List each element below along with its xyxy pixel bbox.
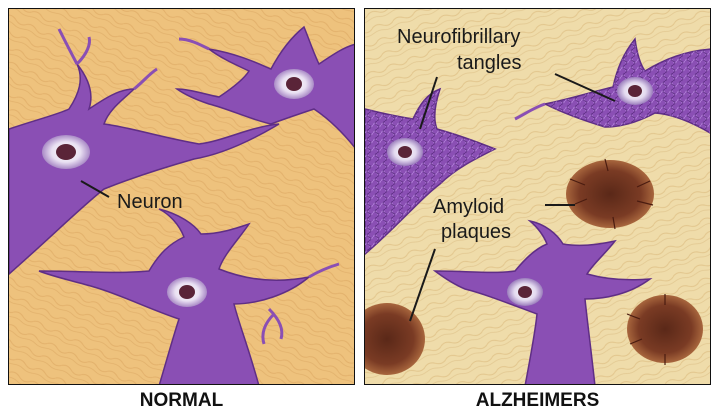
- alzheimers-panel: Neurofibrillary tangles Amyloid plaques: [364, 8, 711, 385]
- alzheimers-illustration: Neurofibrillary tangles Amyloid plaques: [365, 9, 711, 385]
- normal-panel: Neuron: [8, 8, 355, 385]
- alzheimers-caption: ALZHEIMERS: [364, 390, 711, 412]
- tangles-label-line2: tangles: [457, 52, 522, 74]
- tangles-label-line1: Neurofibrillary: [397, 26, 520, 48]
- plaques-label-line1: Amyloid: [433, 196, 504, 218]
- nucleus: [56, 144, 76, 160]
- normal-illustration: Neuron: [9, 9, 355, 385]
- neuron-label: Neuron: [117, 191, 183, 213]
- normal-caption: NORMAL: [8, 390, 355, 412]
- plaques-label-line2: plaques: [441, 221, 511, 243]
